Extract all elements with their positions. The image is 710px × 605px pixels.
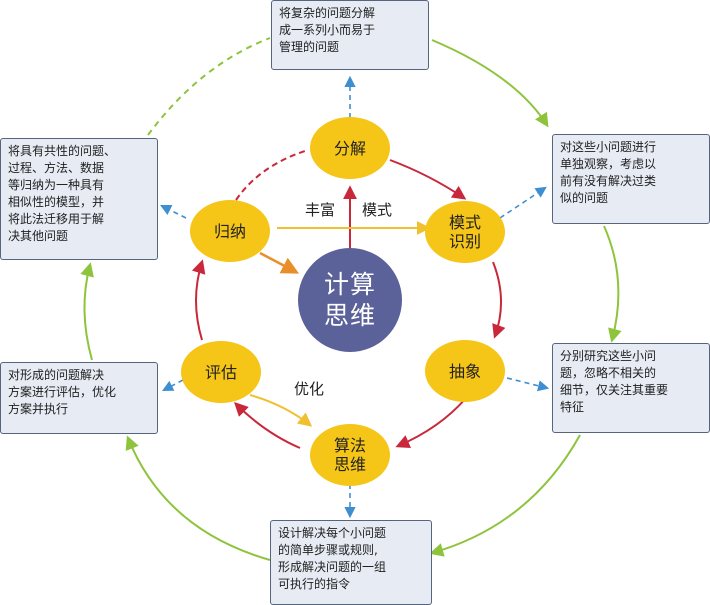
node-pattern-line2: 识别 xyxy=(448,232,481,251)
box-generalize-line: 过程、方法、数据 xyxy=(8,161,105,175)
box-algorithm-line: 可执行的指令 xyxy=(278,577,351,591)
tag-pattern: 模式 xyxy=(362,201,393,219)
node-abstract xyxy=(425,340,505,402)
box-generalize-line: 决其他问题 xyxy=(8,229,69,243)
node-evaluate xyxy=(181,341,261,403)
box-decompose-line: 管理的问题 xyxy=(279,40,340,54)
box-algorithm-line: 的简单步骤或规则, xyxy=(278,543,378,557)
box-abstract: 分别研究这些小问 题，忽略不相关的 细节，仅关注其重要 特征 xyxy=(552,343,710,433)
box-generalize-line: 将此法迁移用于解 xyxy=(8,212,105,226)
box-evaluate-line: 方案并执行 xyxy=(8,402,69,416)
node-algorithm-line2: 思维 xyxy=(333,455,366,474)
node-evaluate-label: 评估 xyxy=(204,362,237,382)
tag-enrich: 丰富 xyxy=(305,201,336,219)
blue-dash-evaluate xyxy=(162,379,184,392)
red-arrow-evaluate-generalize xyxy=(191,259,206,341)
node-decompose xyxy=(310,117,390,179)
box-pattern-line: 前有没有解决过类 xyxy=(560,174,657,188)
node-algorithm-label: 算法 思维 xyxy=(310,435,390,475)
blue-dash-generalize xyxy=(159,204,187,219)
node-abstract-label: 抽象 xyxy=(448,361,481,381)
green-arrow-left xyxy=(80,262,94,361)
box-decompose-line: 将复杂的问题分解 xyxy=(279,6,376,20)
node-algorithm xyxy=(310,424,390,486)
box-pattern-line: 对这些小问题进行 xyxy=(560,140,657,154)
green-arrow-bottom-left xyxy=(125,435,271,561)
node-generalize-label: 归纳 xyxy=(213,221,246,241)
box-abstract-line: 题，忽略不相关的 xyxy=(560,366,657,380)
box-pattern-line: 单独观察，考虑以 xyxy=(560,157,657,171)
node-generalize xyxy=(190,200,270,262)
yellow-arrow-evaluate-algorithm xyxy=(249,394,313,427)
blue-dash-pattern xyxy=(499,186,547,219)
red-arrow-pattern-abstract xyxy=(492,261,506,339)
center-line1: 计算 xyxy=(323,270,376,299)
box-generalize-line: 等归纳为一种具有 xyxy=(8,178,105,192)
node-pattern-label: 模式 识别 xyxy=(425,212,505,252)
green-arrow-right xyxy=(603,225,622,343)
box-pattern: 对这些小问题进行 单独观察，考虑以 前有没有解决过类 似的问题 xyxy=(552,134,710,224)
box-abstract-line: 细节，仅关注其重要 xyxy=(560,383,669,397)
box-abstract-line: 特征 xyxy=(560,400,585,414)
box-decompose-line: 成一系列小而易于 xyxy=(279,23,376,37)
green-arrow-bottom-right xyxy=(429,434,581,557)
box-decompose: 将复杂的问题分解 成一系列小而易于 管理的问题 xyxy=(271,0,429,70)
box-generalize-line: 将具有共性的问题、 xyxy=(8,144,117,158)
box-evaluate-line: 方案进行评估，优化 xyxy=(8,385,117,399)
node-pattern-line1: 模式 xyxy=(448,213,481,232)
tag-optimize: 优化 xyxy=(294,380,325,398)
red-arrow-decompose-pattern xyxy=(389,159,467,200)
center-node xyxy=(298,248,402,352)
box-algorithm: 设计解决每个小问题 的简单步骤或规则, 形成解决问题的一组 可执行的指令 xyxy=(270,520,432,605)
box-evaluate: 对形成的问题解决 方案进行评估，优化 方案并执行 xyxy=(0,362,158,434)
green-dashed-top-left xyxy=(147,37,271,136)
box-generalize-line: 相似性的模型，并 xyxy=(8,195,105,209)
red-dashed-generalize-decompose xyxy=(235,149,309,201)
blue-dash-abstract xyxy=(506,377,550,392)
box-generalize: 将具有共性的问题、 过程、方法、数据 等归纳为一种具有 相似性的模型，并 将此法… xyxy=(0,138,158,260)
node-decompose-label: 分解 xyxy=(333,138,366,158)
box-abstract-line: 分别研究这些小问 xyxy=(560,349,657,363)
center-line2: 思维 xyxy=(323,301,376,330)
box-pattern-line: 似的问题 xyxy=(560,191,609,205)
center-label: 计算 思维 xyxy=(300,268,400,332)
orange-arrow-generalize-center xyxy=(259,251,300,274)
node-pattern-recognition xyxy=(425,201,505,263)
box-algorithm-line: 形成解决问题的一组 xyxy=(278,560,387,574)
red-arrow-algorithm-evaluate xyxy=(234,402,301,449)
red-arrow-abstract-algorithm xyxy=(395,397,467,449)
green-arrow-top-right xyxy=(431,39,549,128)
box-evaluate-line: 对形成的问题解决 xyxy=(8,368,105,382)
node-algorithm-line1: 算法 xyxy=(333,436,366,455)
box-algorithm-line: 设计解决每个小问题 xyxy=(278,526,387,540)
